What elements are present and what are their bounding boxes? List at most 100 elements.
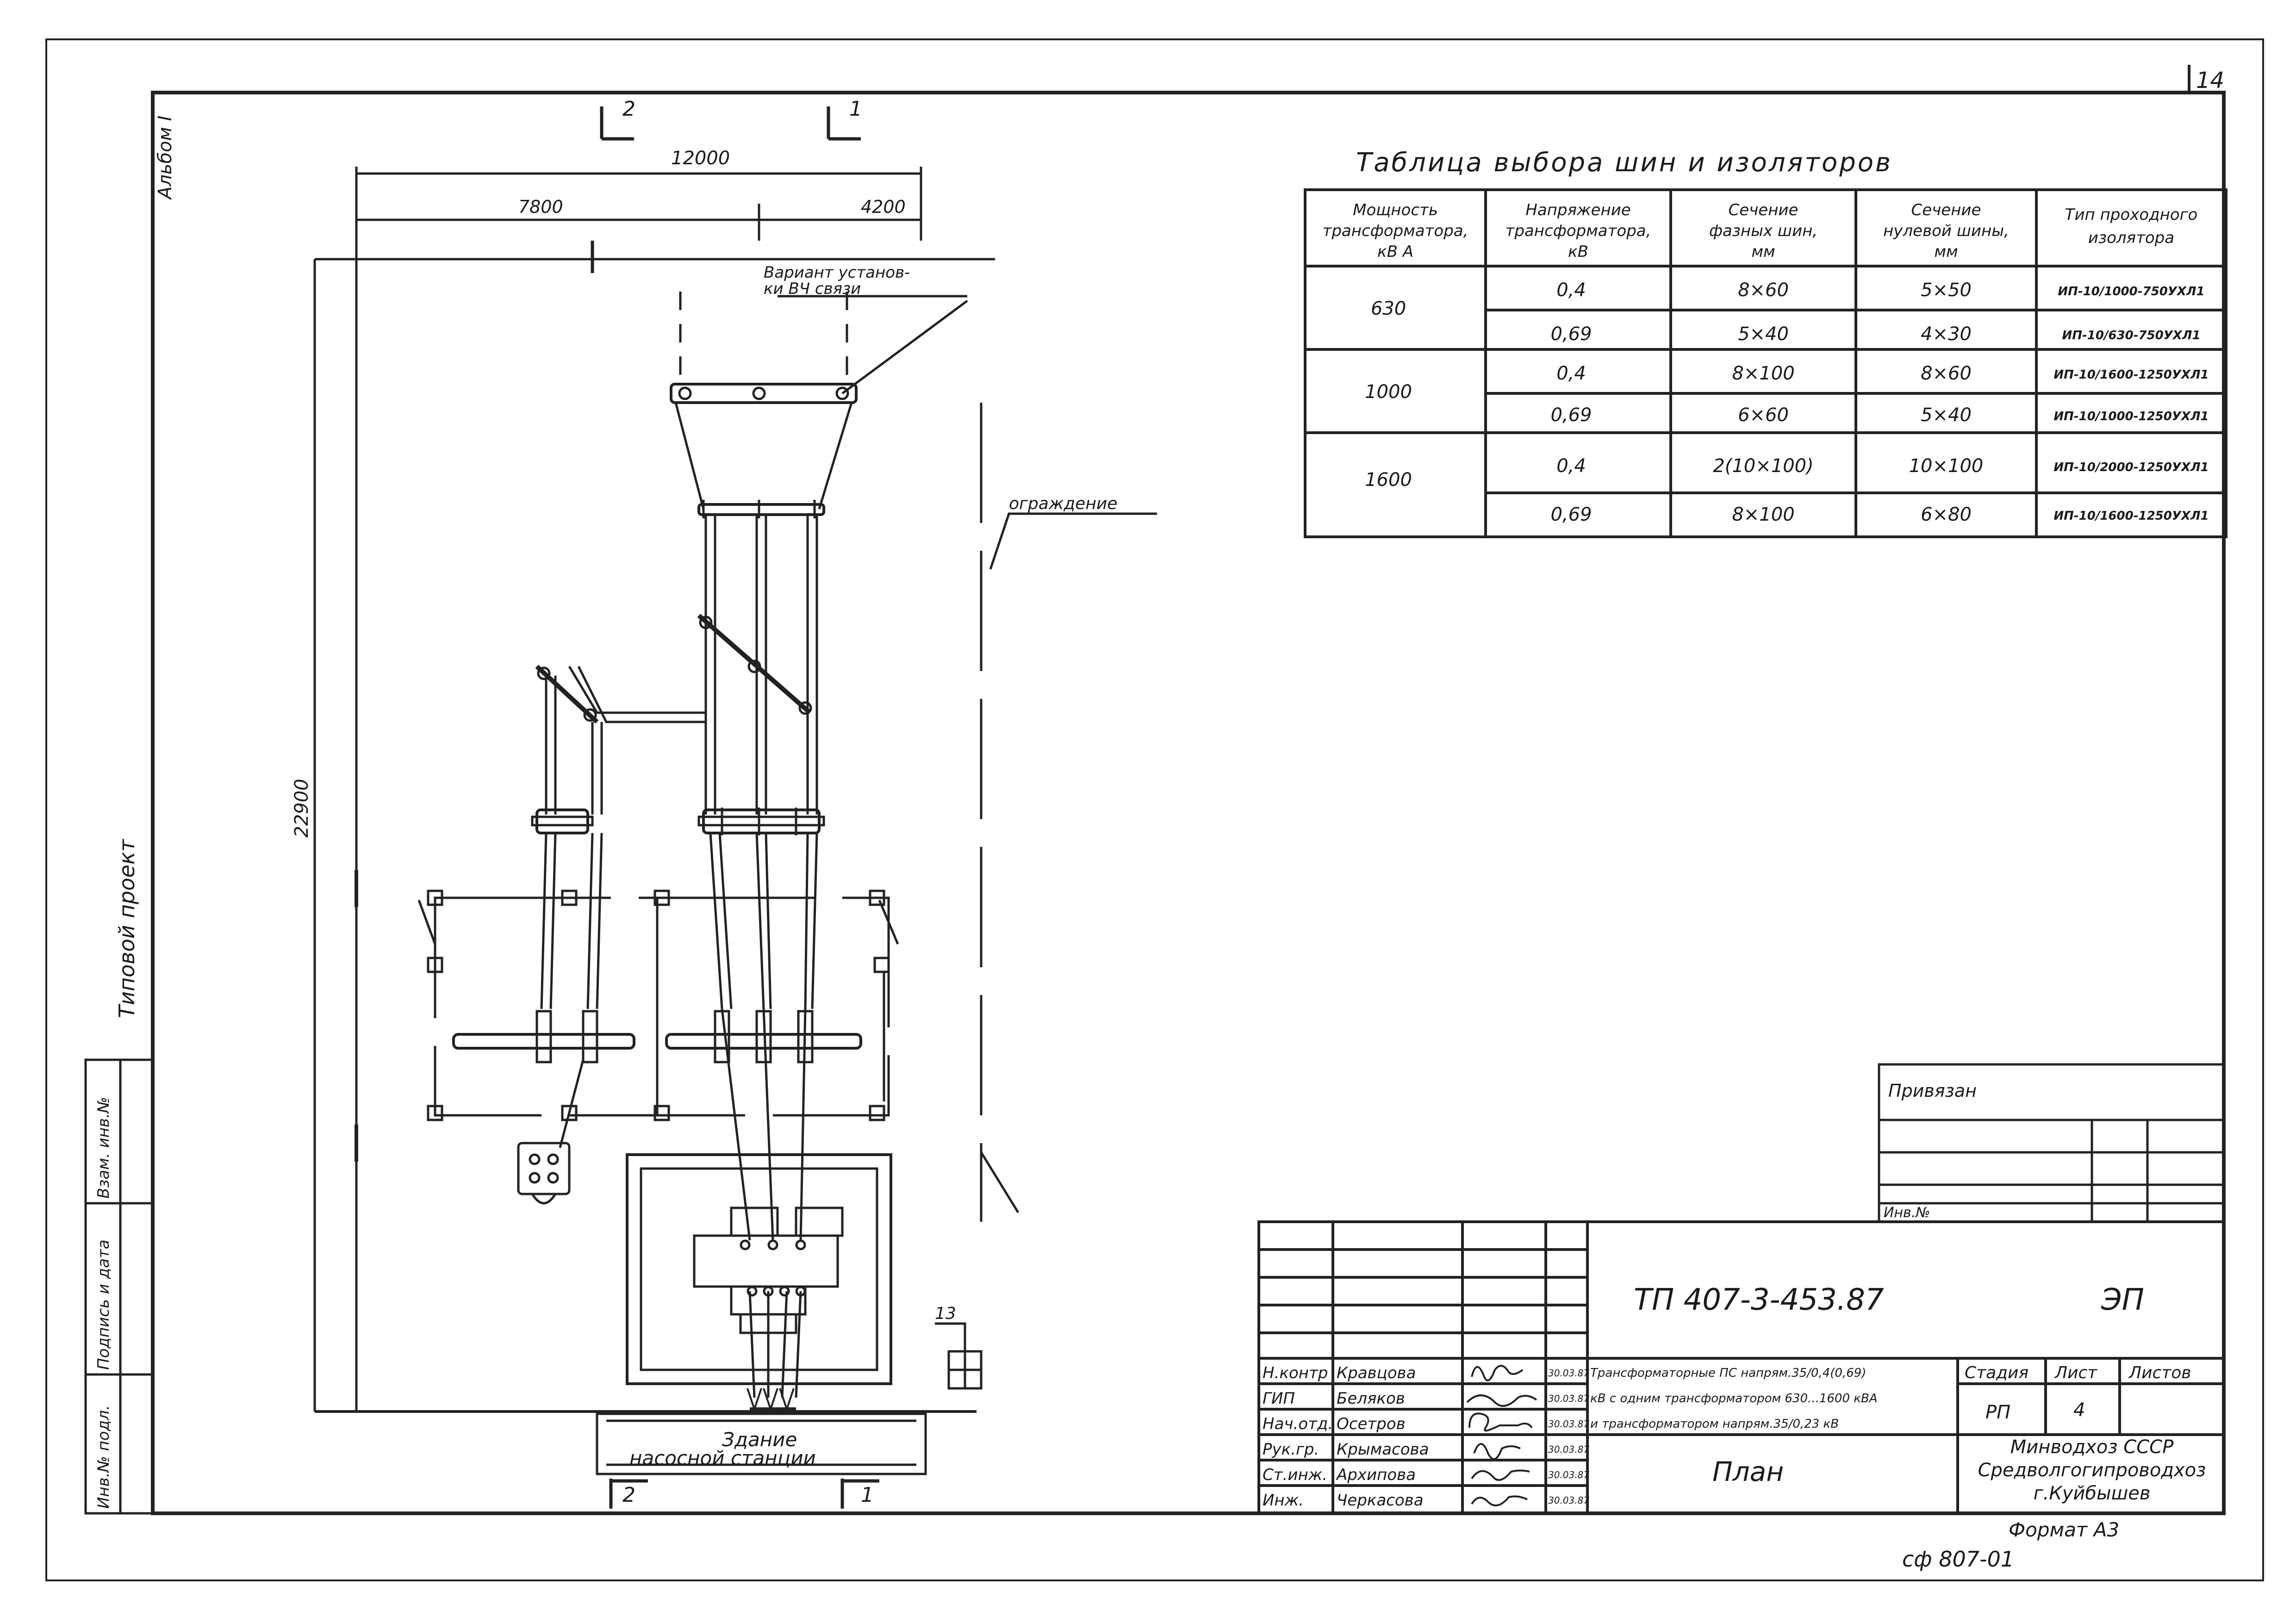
cell-phase: 6×60 — [1738, 404, 1789, 426]
variant-label-1: Вариант установ- — [764, 263, 910, 282]
format-label: Формат А3 — [2009, 1518, 2119, 1541]
role: Нач.отд. — [1263, 1415, 1333, 1433]
header-phase-1: Сечение — [1729, 201, 1798, 219]
drawing-mark: ЭП — [2101, 1283, 2144, 1317]
dimension-overall-height: 22900 — [291, 779, 312, 838]
section-mark-2-top: 2 — [622, 97, 635, 121]
left-strip-label-2: Подпись и дата — [94, 1239, 113, 1370]
cell-insulator: ИП-10/1000-1250УХЛ1 — [2053, 410, 2209, 423]
name: Беляков — [1337, 1389, 1405, 1408]
header-power-2: трансформатора, — [1323, 222, 1468, 240]
name: Архипова — [1336, 1466, 1416, 1484]
header-power-3: кВ А — [1377, 243, 1413, 261]
section-mark-1-top: 1 — [849, 97, 862, 121]
stamp-code: сф 807-01 — [1902, 1547, 2014, 1572]
cell-neutral: 4×30 — [1921, 323, 1972, 345]
cell-neutral: 8×60 — [1921, 363, 1972, 384]
cell-phase: 8×60 — [1738, 280, 1789, 301]
sheet-frames — [45, 38, 2264, 1581]
name: Черкасова — [1337, 1491, 1424, 1510]
date: 30.03.87 — [1548, 1495, 1589, 1506]
cell-phase: 8×100 — [1732, 504, 1794, 525]
header-voltage-2: трансформатора, — [1506, 222, 1651, 240]
people-rows: Н.контр Кравцова 30.03.87 ГИП Беляков 30… — [1263, 1364, 1589, 1510]
cell-insulator: ИП-10/1000-750УХЛ1 — [2058, 285, 2204, 298]
date: 30.03.87 — [1548, 1393, 1589, 1404]
title-block-grid — [1257, 1220, 2225, 1515]
cell-insulator: ИП-10/1600-1250УХЛ1 — [2053, 509, 2209, 523]
cell-phase: 8×100 — [1732, 363, 1794, 384]
power-1000: 1000 — [1365, 381, 1412, 403]
date: 30.03.87 — [1548, 1444, 1589, 1455]
table-title: Таблица выбора шин и изоляторов — [1356, 148, 1892, 178]
section-mark-1-bottom: 1 — [861, 1483, 874, 1507]
org-line-1: Минводхоз СССР — [2010, 1436, 2174, 1458]
header-neutral-2: нулевой шины, — [1883, 222, 2009, 240]
description-line-3: и трансформатором напрям.35/0,23 кВ — [1590, 1417, 1839, 1431]
header-phase-3: мм — [1751, 243, 1775, 261]
left-strip-label-3: Инв.№ подл. — [94, 1405, 113, 1509]
binding-inv: Инв.№ — [1884, 1205, 1930, 1221]
stage-label: Стадия — [1965, 1363, 2028, 1382]
album-label: Альбом I — [155, 116, 176, 200]
role: Инж. — [1263, 1491, 1304, 1510]
cell-neutral: 5×40 — [1921, 404, 1972, 426]
building-label-2: насосной станции — [629, 1447, 816, 1469]
header-voltage-1: Напряжение — [1525, 201, 1630, 219]
date: 30.03.87 — [1548, 1469, 1589, 1480]
variant-label-2: ки ВЧ связи — [764, 280, 861, 298]
header-voltage-3: кВ — [1568, 243, 1588, 261]
cell-neutral: 10×100 — [1909, 455, 1984, 477]
dimension-overall-width: 12000 — [671, 148, 730, 169]
power-1600: 1600 — [1365, 469, 1412, 491]
header-neutral-3: мм — [1934, 243, 1958, 261]
fence-label: ограждение — [1009, 494, 1117, 513]
cell-insulator: ИП-10/630-750УХЛ1 — [2062, 329, 2200, 342]
sheet-no-value: 4 — [2073, 1399, 2085, 1421]
header-phase-2: фазных шин, — [1709, 222, 1817, 240]
sheet-label: Лист — [2054, 1363, 2097, 1382]
description-line-1: Трансформаторные ПС напрям.35/0,4(0,69) — [1590, 1366, 1866, 1380]
header-insulator-2: изолятора — [2088, 229, 2174, 247]
stage-value: РП — [1985, 1402, 2010, 1423]
dimension-left-part: 7800 — [518, 197, 563, 217]
cell-voltage: 0,4 — [1556, 455, 1586, 477]
project-code: ТП 407-3-453.87 — [1634, 1283, 1884, 1317]
typical-project-label: Типовой проект — [114, 839, 139, 1018]
org-line-3: г.Куйбышев — [2034, 1483, 2151, 1504]
org-line-2: Средволгогипроводхоз — [1978, 1460, 2206, 1481]
cell-insulator: ИП-10/2000-1250УХЛ1 — [2053, 460, 2209, 474]
role: Рук.гр. — [1263, 1440, 1319, 1459]
cell-neutral: 5×50 — [1921, 280, 1972, 301]
role: Н.контр — [1263, 1364, 1328, 1382]
left-strip-label-1: Взам. инв.№ — [94, 1097, 113, 1199]
description-line-2: кВ с одним трансформатором 630...1600 кВ… — [1590, 1392, 1878, 1405]
date: 30.03.87 — [1548, 1418, 1589, 1430]
date: 30.03.87 — [1548, 1368, 1589, 1379]
cell-neutral: 6×80 — [1921, 504, 1972, 525]
table-header: Мощность трансформатора, кВ А Напряжение… — [1323, 201, 2198, 261]
signatures — [1466, 1365, 1537, 1506]
callout-13: 13 — [935, 1304, 956, 1323]
table-body: 630 1000 1600 0,4 8×60 5×50 ИП-10/1000-7… — [1365, 280, 2209, 525]
cell-phase: 5×40 — [1738, 323, 1789, 345]
left-strip — [84, 1058, 154, 1515]
building-label-1: Здание — [722, 1428, 797, 1451]
header-power-1: Мощность — [1353, 201, 1438, 219]
binding-title: Привязан — [1888, 1081, 1977, 1101]
plan-drawing — [313, 106, 1157, 1509]
name: Кравцова — [1337, 1364, 1416, 1382]
cell-voltage: 0,69 — [1550, 404, 1592, 426]
dimension-right-part: 4200 — [861, 197, 906, 217]
cell-insulator: ИП-10/1600-1250УХЛ1 — [2053, 368, 2209, 382]
cell-voltage: 0,4 — [1556, 363, 1586, 384]
cell-voltage: 0,69 — [1550, 504, 1592, 525]
header-neutral-1: Сечение — [1911, 201, 1981, 219]
cell-voltage: 0,4 — [1556, 280, 1586, 301]
sheets-label: Листов — [2128, 1363, 2191, 1382]
section-mark-2-bottom: 2 — [622, 1483, 635, 1507]
sheet-number: 14 — [2196, 68, 2224, 93]
header-insulator-1: Тип проходного — [2065, 205, 2198, 224]
role: Ст.инж. — [1263, 1466, 1327, 1484]
